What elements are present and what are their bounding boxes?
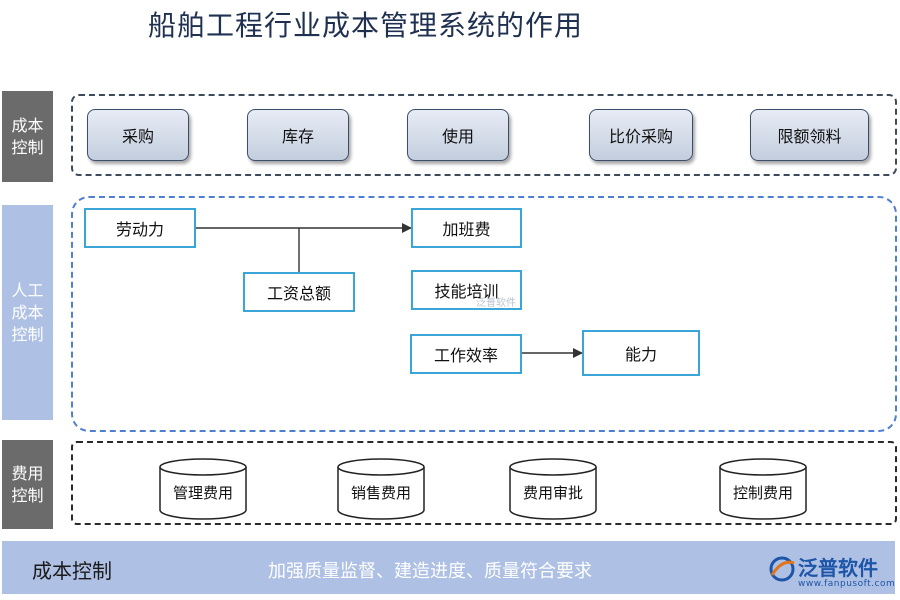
side-label-cost-control: 成本控制 (2, 91, 53, 182)
node-price-comparison: 比价采购 (589, 109, 693, 161)
side-label-labor-cost-control: 人工成本控制 (2, 205, 53, 420)
node-expense-approval: 费用审批 (509, 458, 597, 520)
cylinder-shape (509, 458, 597, 520)
bottom-bar: 成本控制 加强质量监督、建造进度、质量符合要求 (2, 541, 895, 594)
logo-name: 泛普软件 (798, 556, 878, 580)
logo-url: www.fanpusoft.com (798, 579, 896, 589)
side-label-text: 成本控制 (11, 115, 44, 157)
node-purchase: 采购 (87, 109, 189, 161)
node-management-expense: 管理费用 (159, 458, 247, 520)
brand-logo: 泛普软件 www.fanpusoft.com (768, 552, 896, 594)
bottom-bar-text: 加强质量监督、建造进度、质量符合要求 (268, 561, 592, 582)
cylinder-label: 费用审批 (522, 484, 583, 502)
node-ability: 能力 (582, 330, 700, 376)
node-skill-training: 技能培训 (411, 270, 522, 310)
side-label-text: 费用控制 (11, 463, 44, 505)
node-usage: 使用 (407, 109, 509, 161)
cost-control-frame (71, 94, 897, 176)
cylinder-label: 管理费用 (172, 484, 233, 502)
page-title: 船舶工程行业成本管理系统的作用 (148, 9, 584, 42)
side-label-text: 人工成本控制 (11, 280, 44, 344)
side-label-expense-control: 费用控制 (2, 440, 53, 529)
labor-cost-frame (71, 196, 897, 432)
expense-control-frame (71, 441, 897, 525)
node-overtime: 加班费 (411, 208, 522, 248)
logo-icon (769, 556, 795, 582)
node-inventory: 库存 (247, 109, 349, 161)
node-control-expense: 控制费用 (719, 458, 807, 520)
node-work-efficiency: 工作效率 (410, 334, 522, 374)
node-sales-expense: 销售费用 (337, 458, 425, 520)
cylinder-label: 控制费用 (732, 484, 793, 502)
cylinder-shape (719, 458, 807, 520)
cylinder-label: 销售费用 (350, 484, 411, 502)
node-labor: 劳动力 (84, 208, 196, 248)
cylinder-shape (159, 458, 247, 520)
node-total-wage: 工资总额 (243, 272, 355, 312)
node-quota-requisition: 限额领料 (750, 109, 869, 161)
watermark: 泛普软件 (476, 298, 516, 309)
cylinder-shape (337, 458, 425, 520)
bottom-bar-label: 成本控制 (32, 559, 112, 583)
